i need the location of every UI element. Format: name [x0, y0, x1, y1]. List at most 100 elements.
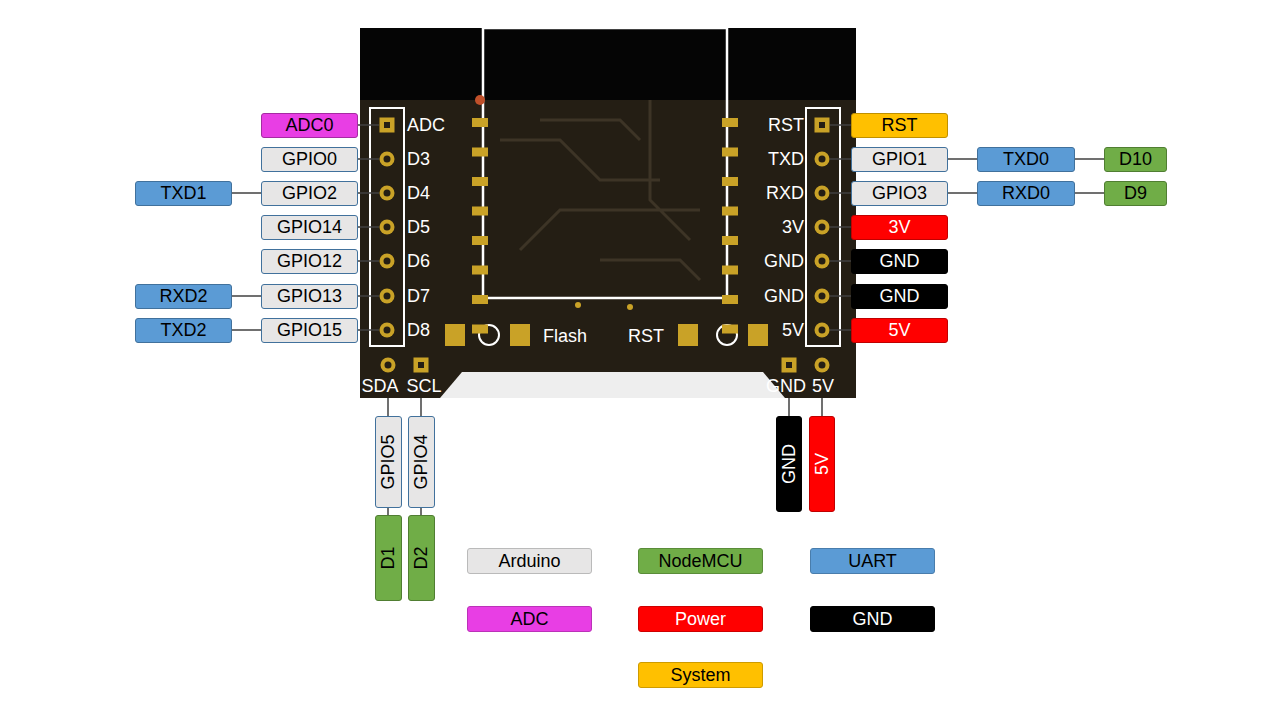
pin-hole	[384, 293, 391, 300]
module-pad	[722, 325, 738, 334]
reset-pad	[748, 324, 768, 346]
label-text: GPIO0	[282, 150, 337, 168]
module-pad	[722, 177, 738, 186]
legend-swatch: UART	[810, 548, 935, 574]
label-text: RXD2	[159, 287, 207, 305]
connector-line	[948, 158, 977, 160]
label-text: TXD2	[160, 321, 206, 339]
header-pins	[380, 118, 830, 373]
board-pin-name: D3	[407, 150, 430, 168]
leader-line	[788, 398, 790, 416]
module-pad	[722, 295, 738, 304]
legend-text: NodeMCU	[658, 552, 742, 570]
legend-swatch: System	[638, 662, 763, 688]
label-text: GPIO4	[412, 434, 430, 489]
uart-label: RXD0	[977, 181, 1075, 206]
leader-line	[830, 226, 851, 228]
pin-hole	[819, 362, 826, 369]
legend-swatch: GND	[810, 606, 935, 632]
module-pad	[722, 236, 738, 245]
leader-line	[358, 329, 379, 331]
pin-hole	[819, 122, 825, 128]
round-pin	[380, 289, 395, 304]
label-text: GPIO14	[277, 218, 342, 236]
connector-line	[232, 295, 261, 297]
board-pin-name: D6	[407, 252, 430, 270]
label-text: GPIO3	[872, 184, 927, 202]
round-pin	[815, 289, 830, 304]
gnd-label: GND	[776, 416, 802, 512]
round-pin	[815, 323, 830, 338]
pin-hole	[819, 224, 826, 231]
pin-hole	[819, 190, 826, 197]
nodemcu-label: D1	[375, 515, 402, 601]
leader-line	[358, 158, 379, 160]
pin-hole	[384, 156, 391, 163]
square-pin	[782, 358, 797, 373]
round-pin	[815, 220, 830, 235]
label-text: GPIO15	[277, 321, 342, 339]
label-text: TXD0	[1003, 150, 1049, 168]
legend-text: System	[670, 666, 730, 684]
arduino-pin-label: GPIO5	[375, 416, 402, 508]
legend-swatch: Power	[638, 606, 763, 632]
arduino-pin-label: GPIO12	[261, 249, 358, 274]
pcb	[360, 28, 856, 398]
leader-line	[830, 260, 851, 262]
pin-hole	[819, 293, 826, 300]
label-text: GPIO2	[282, 184, 337, 202]
leader-line	[358, 226, 379, 228]
round-pin	[381, 358, 396, 373]
legend-swatch: NodeMCU	[638, 548, 763, 574]
uart-label: RXD2	[135, 284, 232, 309]
module-pad	[722, 148, 738, 157]
leader-line	[830, 192, 851, 194]
reset-pad	[678, 324, 698, 346]
legend-swatch: ADC	[467, 606, 592, 632]
round-pin	[380, 186, 395, 201]
leader-line	[821, 398, 823, 416]
leader-line	[830, 295, 851, 297]
reset-button-hole	[717, 325, 737, 345]
round-pin	[815, 358, 830, 373]
leader-line	[830, 158, 851, 160]
adc-label: ADC0	[261, 113, 358, 138]
nodemcu-label: D2	[408, 515, 435, 601]
label-text: D9	[1124, 184, 1147, 202]
gnd-label: GND	[851, 284, 948, 309]
connector-line	[232, 329, 261, 331]
board-pin-name: 3V	[782, 218, 804, 236]
label-text: ADC0	[285, 116, 333, 134]
board-cutout	[440, 372, 785, 398]
nodemcu-label: D9	[1104, 181, 1167, 206]
arduino-pin-label: GPIO4	[408, 416, 435, 508]
via	[575, 302, 581, 308]
pin-hole	[819, 258, 826, 265]
legend-text: UART	[848, 552, 897, 570]
label-text: D2	[412, 546, 430, 569]
antenna-area	[360, 28, 856, 100]
pcb-traces	[500, 100, 700, 280]
label-text: GPIO1	[872, 150, 927, 168]
connector-line	[1075, 158, 1104, 160]
pin-hole	[385, 362, 392, 369]
connector-line	[387, 508, 389, 515]
arduino-pin-label: GPIO2	[261, 181, 358, 206]
module-pad	[722, 207, 738, 216]
board-pin-name: D7	[407, 287, 430, 305]
round-pin	[815, 254, 830, 269]
board-pin-name: D8	[407, 321, 430, 339]
leader-line	[420, 398, 422, 416]
pin-hole	[786, 362, 792, 368]
label-text: GPIO13	[277, 287, 342, 305]
arduino-pin-label: GPIO0	[261, 147, 358, 172]
board-pin-name: SCL	[406, 377, 441, 395]
label-text: GPIO5	[379, 434, 397, 489]
uart-label: TXD2	[135, 318, 232, 343]
pin-hole	[819, 327, 826, 334]
label-text: GND	[780, 444, 798, 484]
arduino-pin-label: GPIO15	[261, 318, 358, 343]
pin-hole	[384, 122, 390, 128]
